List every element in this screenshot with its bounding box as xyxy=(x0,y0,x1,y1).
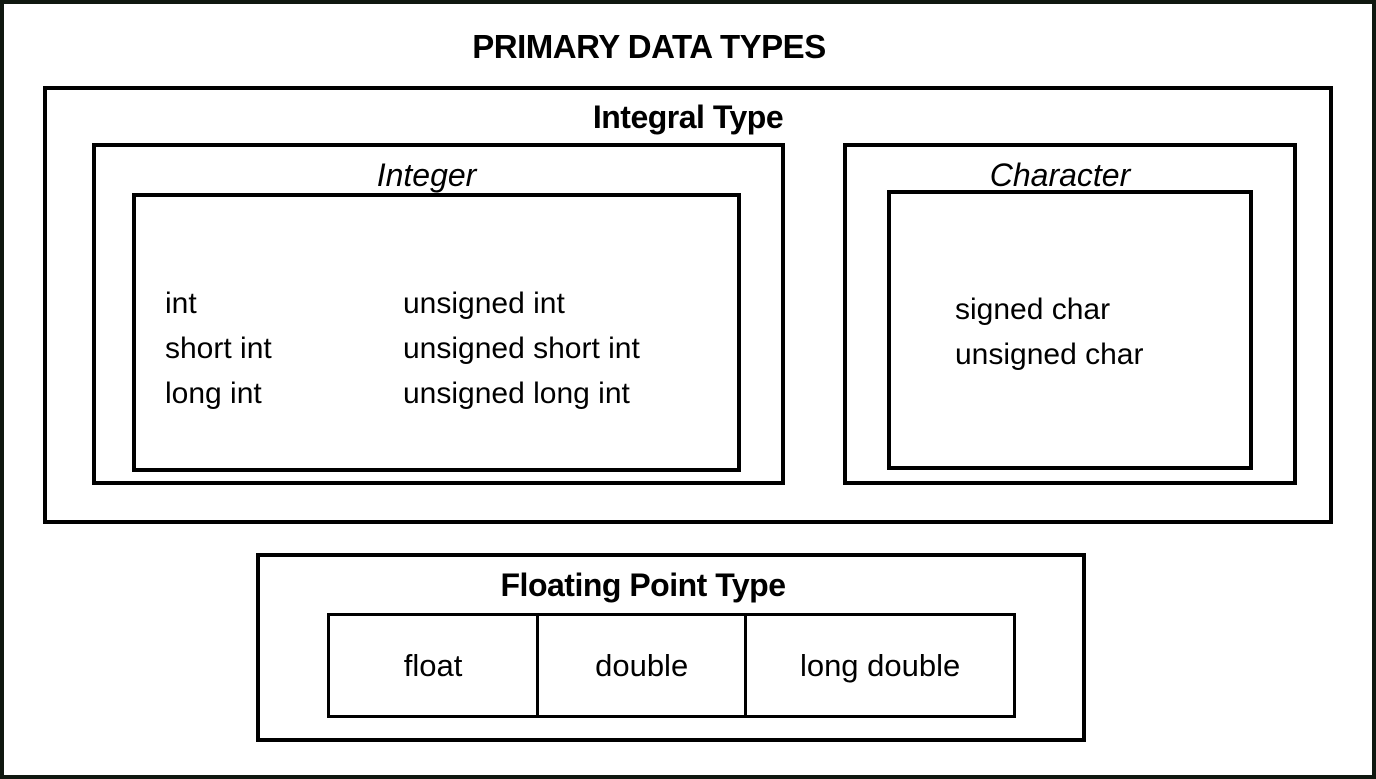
character-title: Character xyxy=(989,157,1131,193)
integer-types-box: int short int long int unsigned int unsi… xyxy=(132,193,741,472)
type-unsigned-int: unsigned int xyxy=(403,287,565,320)
integral-type-title: Integral Type xyxy=(592,99,784,135)
character-group-box: Character signed char unsigned char xyxy=(843,143,1297,485)
type-double-cell: double xyxy=(536,616,744,715)
integral-type-box: Integral Type Integer int short int long… xyxy=(43,86,1333,524)
integer-group-box: Integer int short int long int unsigned … xyxy=(92,143,785,485)
type-int: int xyxy=(165,287,197,320)
character-types-list: signed char unsigned char xyxy=(955,287,1143,377)
integer-title: Integer xyxy=(376,157,477,193)
diagram-title: PRIMARY DATA TYPES xyxy=(472,28,826,65)
type-float-cell: float xyxy=(403,647,463,683)
type-short-int: short int xyxy=(165,332,272,365)
integer-types-column-signed: int short int long int xyxy=(165,281,403,416)
character-types-box: signed char unsigned char xyxy=(887,190,1253,470)
type-long-int: long int xyxy=(165,377,262,410)
integer-types-column-unsigned: unsigned int unsigned short int unsigned… xyxy=(403,281,640,416)
integer-types-columns: int short int long int unsigned int unsi… xyxy=(165,281,640,416)
floating-point-type-box: Floating Point Type float double long do… xyxy=(256,553,1086,742)
type-unsigned-short-int: unsigned short int xyxy=(403,332,640,365)
type-signed-char: signed char xyxy=(955,293,1111,326)
type-unsigned-long-int: unsigned long int xyxy=(403,377,630,410)
type-long-double-cell: long double xyxy=(744,616,1013,715)
type-unsigned-char: unsigned char xyxy=(955,338,1144,371)
floating-point-title: Floating Point Type xyxy=(500,567,787,603)
floating-point-cells: float double long double xyxy=(327,613,1016,718)
